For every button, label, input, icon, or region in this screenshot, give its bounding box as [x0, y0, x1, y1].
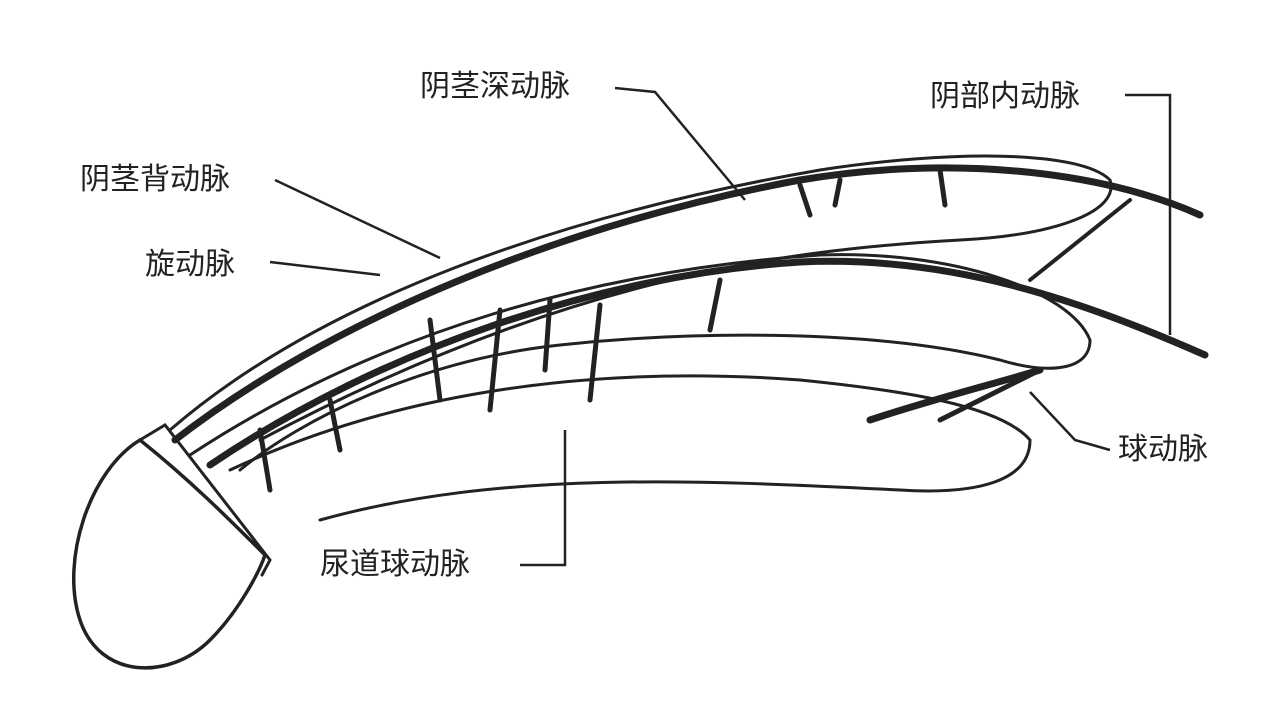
bulbar-branch-2 — [937, 367, 1043, 423]
bulbar-branch — [866, 366, 1044, 424]
leader-urethral-bulbar — [520, 430, 567, 567]
leader-deep-artery — [614, 86, 746, 201]
pudendal-link — [1028, 198, 1132, 282]
dorsal-artery — [171, 164, 1204, 444]
glans — [72, 437, 268, 670]
label-circumflex-artery: 旋动脉 — [145, 247, 235, 282]
deep-artery — [206, 257, 1209, 469]
label-bulbar-artery: 球动脉 — [1118, 432, 1208, 467]
leader-bulbar — [1029, 391, 1111, 452]
corpus-cavernosum-upper — [168, 154, 1113, 442]
glans-collar — [138, 423, 272, 577]
corpus-spongiosum — [228, 374, 1032, 522]
leader-circumflex — [269, 260, 381, 277]
label-internal-pudendal-artery: 阴部内动脉 — [930, 79, 1080, 114]
corpus-cavernosum-middle — [188, 253, 1092, 472]
leader-dorsal-artery — [274, 178, 441, 260]
label-dorsal-artery: 阴茎背动脉 — [80, 162, 230, 197]
label-urethral-bulbar-artery: 尿道球动脉 — [320, 547, 470, 582]
leader-internal-pudendal — [1125, 93, 1172, 335]
label-deep-artery: 阴茎深动脉 — [420, 69, 570, 104]
